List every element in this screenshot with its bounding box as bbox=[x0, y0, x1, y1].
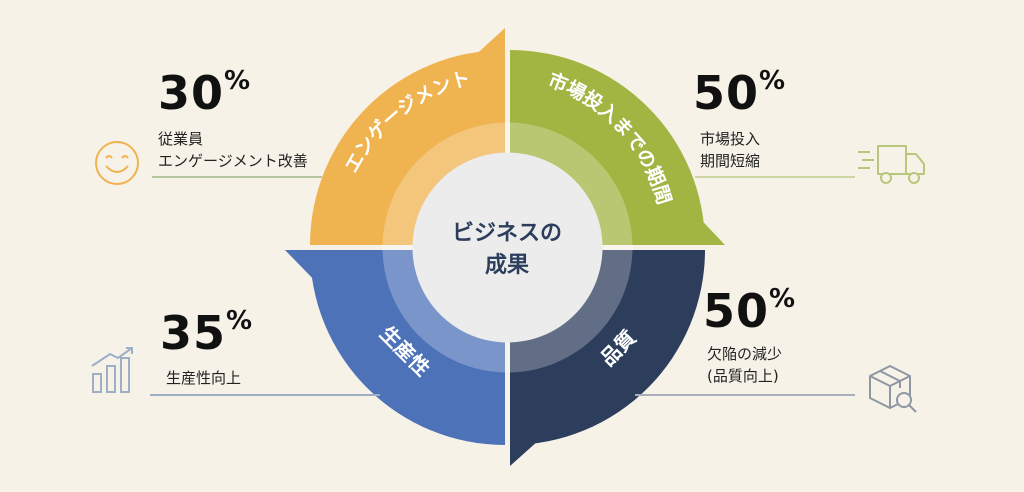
arrow-tip-left bbox=[285, 250, 322, 288]
productivity-percent: 35% bbox=[160, 306, 254, 360]
time-to-market-description: 市場投入 期間短縮 bbox=[700, 130, 761, 170]
time-to-market-percent: 50% bbox=[693, 66, 787, 120]
box-inspect-icon bbox=[869, 365, 917, 413]
delivery-truck-icon bbox=[858, 145, 925, 184]
center-circle bbox=[412, 152, 603, 343]
center-title-line1: ビジネスの bbox=[452, 221, 562, 246]
productivity-description: 生産性向上 bbox=[166, 369, 242, 387]
bar-chart-growth-icon bbox=[91, 347, 133, 393]
engagement-percent: 30% bbox=[158, 66, 252, 120]
quality-percent: 50% bbox=[703, 284, 797, 338]
quality-description: 欠陥の減少 (品質向上) bbox=[707, 345, 783, 385]
arrow-tip-top bbox=[470, 28, 505, 60]
arrow-tip-bottom bbox=[510, 432, 548, 466]
leader-line-productivity bbox=[150, 394, 380, 396]
smiley-icon bbox=[95, 141, 139, 185]
leader-line-quality bbox=[635, 394, 855, 396]
center-title-line2: 成果 bbox=[485, 253, 529, 278]
leader-line-time-to-market bbox=[695, 176, 855, 178]
arrow-tip-right bbox=[690, 208, 725, 245]
leader-line-engagement bbox=[152, 176, 322, 178]
engagement-description: 従業員 エンゲージメント改善 bbox=[158, 130, 308, 170]
